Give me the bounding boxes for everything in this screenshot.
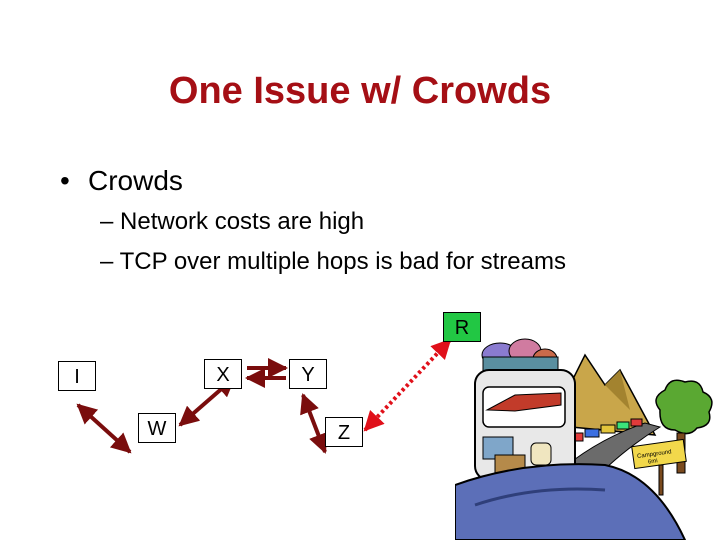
node-w: W bbox=[138, 413, 176, 443]
node-i: I bbox=[58, 361, 96, 391]
link-z-r bbox=[365, 340, 450, 430]
rv-traffic-illustration: Campground 6mi bbox=[455, 315, 720, 540]
node-z: Z bbox=[325, 417, 363, 447]
link-i-w bbox=[78, 405, 130, 452]
link-y-z bbox=[303, 395, 325, 452]
node-y: Y bbox=[289, 359, 327, 389]
node-x: X bbox=[204, 359, 242, 389]
